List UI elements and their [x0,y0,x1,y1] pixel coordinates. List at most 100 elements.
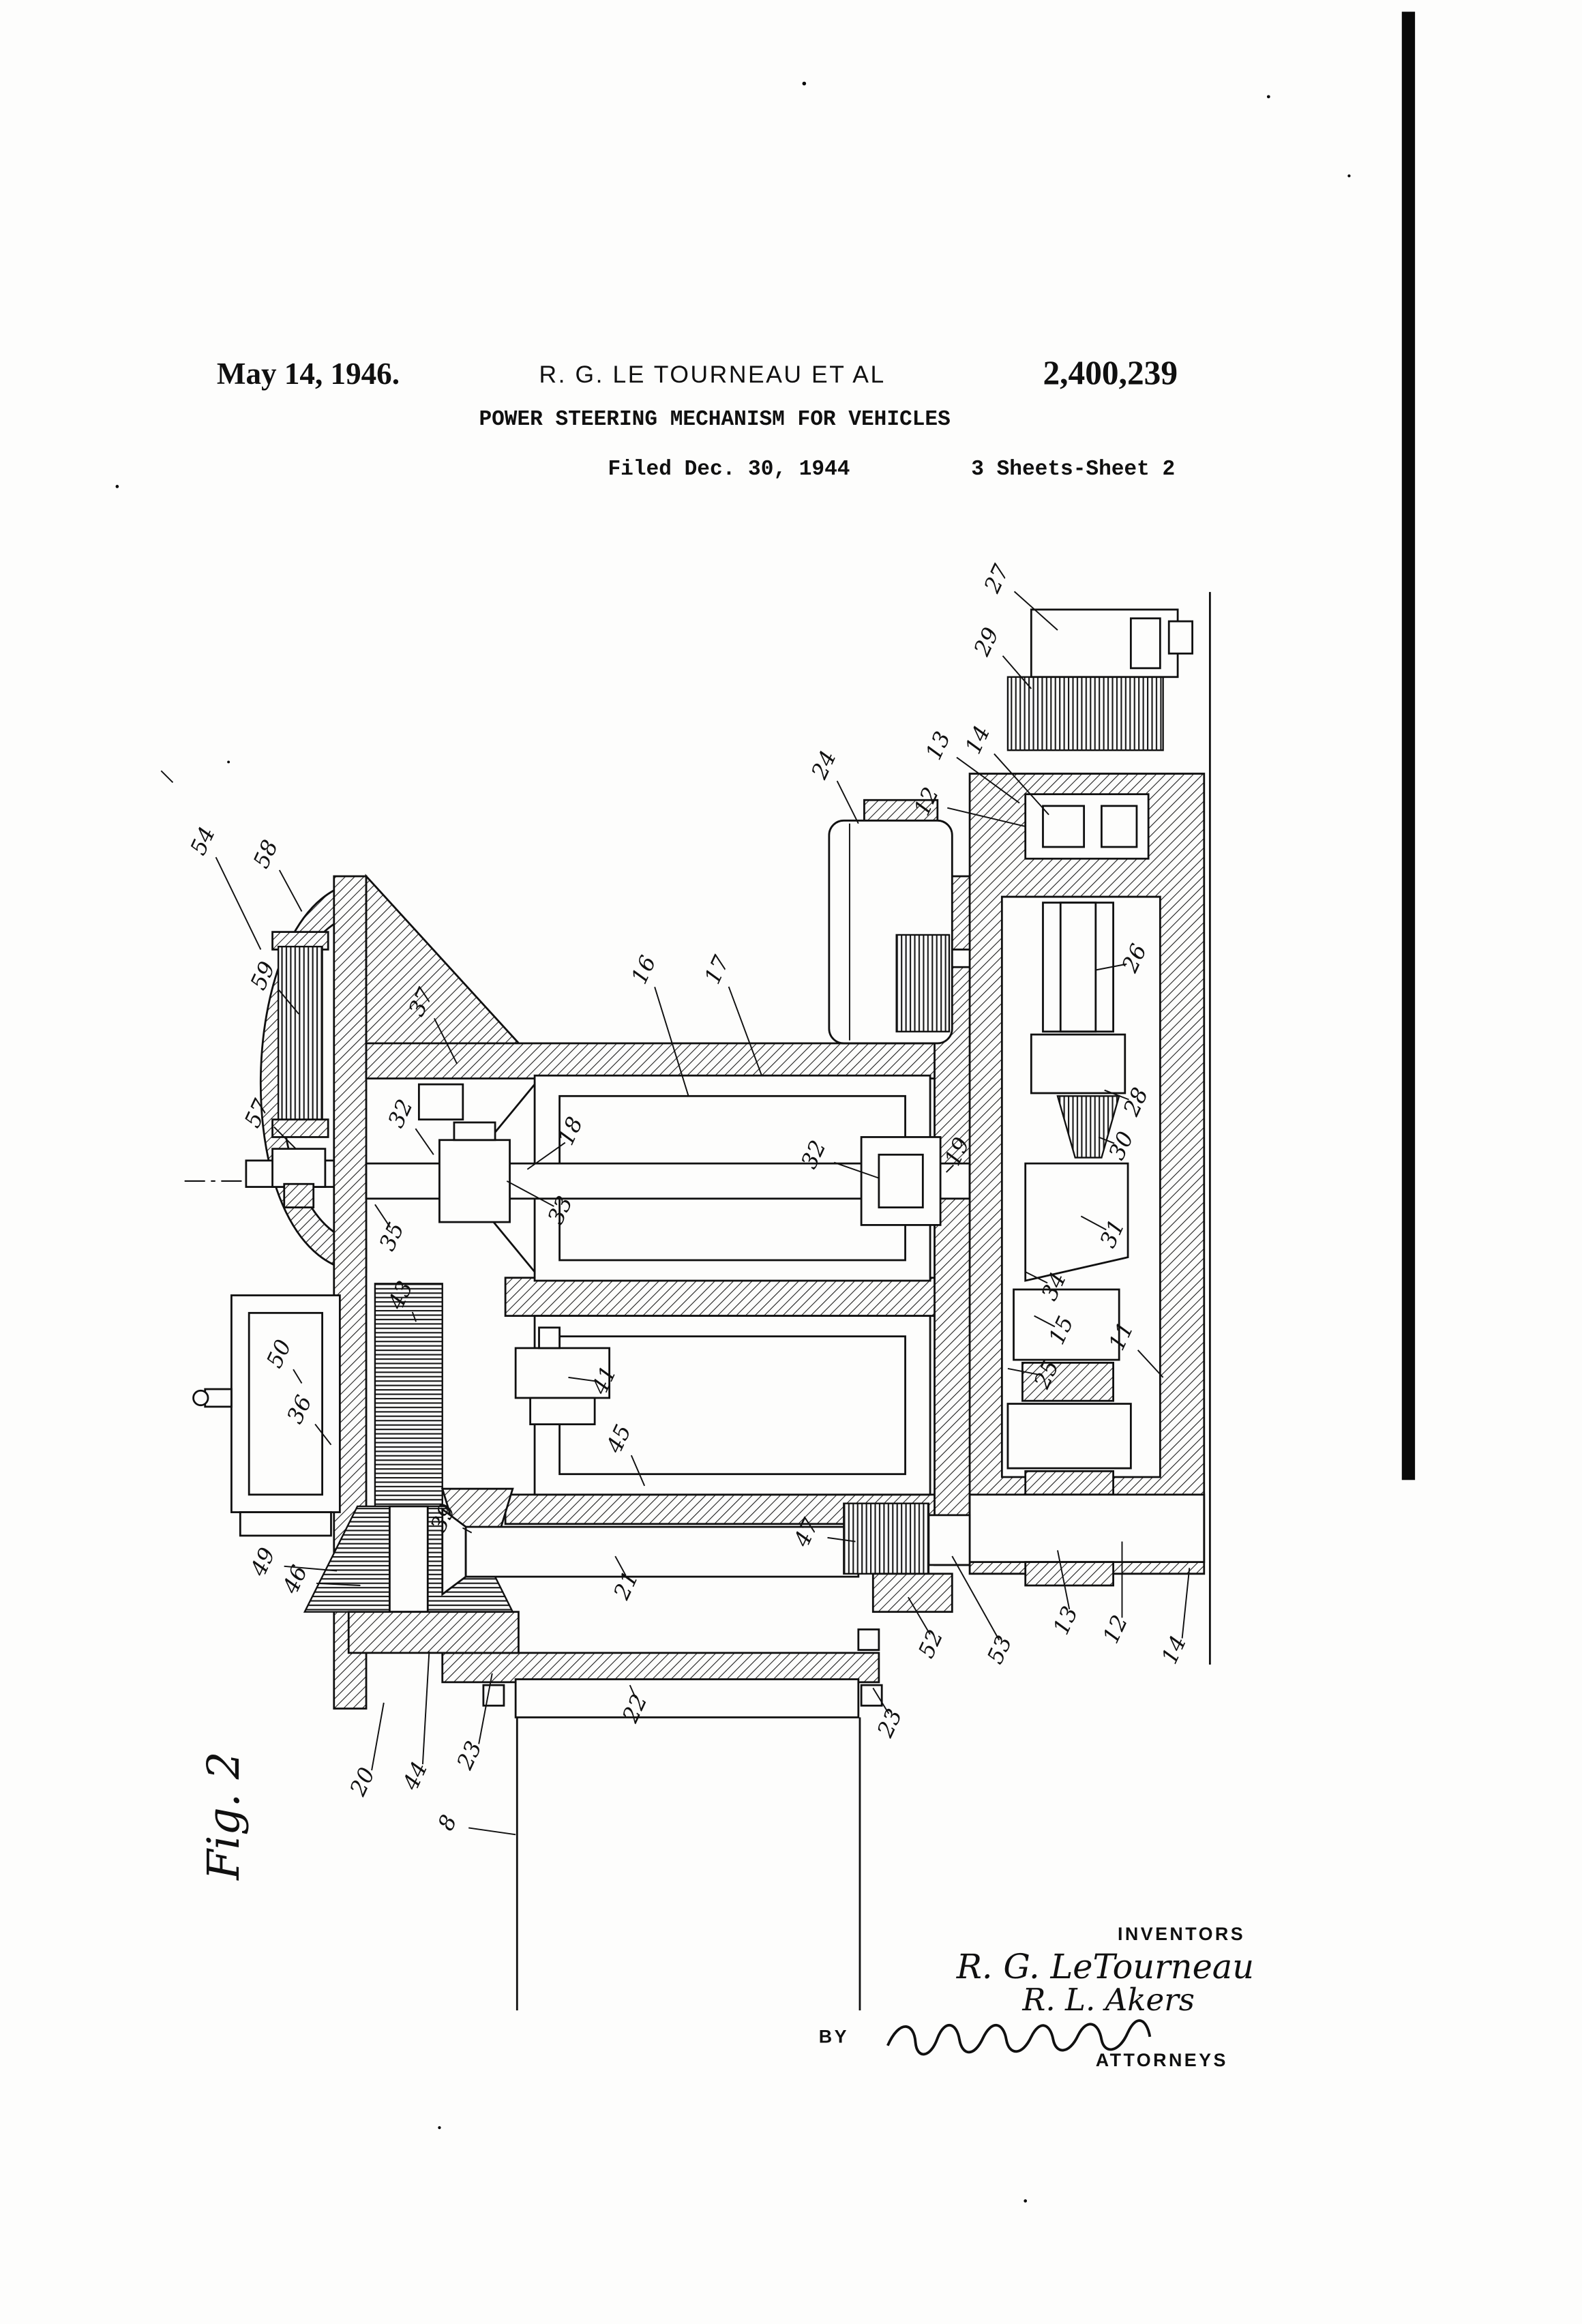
part-label-27-46: 27 [979,560,1014,597]
inventor-signature-2: R. L. Akers [1021,1982,1195,2018]
leader-line-33-31 [506,1180,554,1207]
leader-line-46-11 [316,1582,361,1586]
leader-line-21-18 [614,1555,627,1576]
bolt [482,1684,505,1707]
part-label-24-34: 24 [806,747,841,784]
leader-line-23-15 [478,1673,493,1744]
block-15 [1006,1403,1132,1470]
attorney-signature [886,2019,1152,2056]
bolt [948,949,974,968]
leader-line-8-16 [468,1827,516,1836]
conical-housing [365,874,524,1047]
central-shaft-assembly [365,1083,971,1226]
bearing-32-left [417,1083,464,1121]
patent-number: 2,400,239 [1043,354,1178,391]
leader-line-26-38 [1095,963,1127,971]
seal-25 [1021,1361,1114,1402]
lower-shafts [441,1507,883,2011]
valve-box-50 [192,1294,341,1537]
output-shaft-right [968,1493,1206,1564]
right-housing [968,773,1206,1587]
leader-line-28-39 [1104,1089,1129,1101]
leader-line-17-29 [728,986,762,1076]
bottom-wall [441,1652,880,1684]
leader-line-24-34 [836,780,859,824]
leader-line-13-36 [956,756,1020,804]
leader-line-23-24 [872,1687,890,1714]
leader-line-25-44 [1007,1368,1039,1375]
leader-line-50-8 [293,1369,303,1384]
part-label-58-1: 58 [248,836,284,872]
leader-line-52-22 [908,1596,931,1635]
leader-line-12-35 [947,807,1026,827]
leader-line-59-2 [278,989,299,1015]
leader-line-16-28 [654,987,689,1097]
leader-line-44-14 [421,1651,430,1765]
leader-line-13-25 [1057,1550,1071,1609]
part-label-44-14: 44 [397,1757,432,1794]
leader-line-36-9 [314,1423,332,1446]
scan-edge-bar [1401,12,1416,1480]
part-label-52-22: 52 [913,1626,949,1662]
signature-block: INVENTORS R. G. LeTourneau R. L. Akers B… [819,1924,1254,2070]
cone-30 [1056,1095,1120,1159]
leader-line-15-43 [1034,1315,1056,1328]
worm-gear-59 [277,945,323,1124]
gear-hub [347,1611,520,1654]
stray-mark [160,770,174,784]
cylinder-26 [1042,902,1114,1033]
coupling-53 [927,1514,971,1566]
part-label-12-26: 12 [1098,1611,1133,1648]
bolt [857,1628,880,1651]
collar-52 [871,1573,953,1613]
leader-line-45-20 [630,1455,646,1487]
part-label-26-38: 26 [1116,940,1152,977]
leader-line-39-12 [462,1527,473,1534]
bearing-57 [271,1148,327,1188]
part-label-13-36: 13 [921,728,956,764]
filed-date: Filed Dec. 30, 1944 [608,458,850,481]
leader-line-19-33 [946,1164,954,1173]
part-label-29-47: 29 [968,623,1004,660]
motor-block-27 [1030,608,1179,679]
leader-line-43-7 [411,1311,417,1322]
part-label-53-23: 53 [982,1632,1017,1668]
leader-line-47-21 [827,1536,856,1543]
leader-line-57-3 [273,1126,297,1150]
patent-header: May 14, 1946. R. G. LE TOURNEAU ET AL 2,… [217,354,1178,481]
upper-wall [365,1042,968,1079]
part-label-49-10: 49 [245,1544,280,1581]
leader-line-32-32 [833,1161,880,1179]
leader-line-11-45 [1137,1350,1164,1378]
leader-line-30-40 [1098,1136,1115,1144]
leader-line-29-47 [1002,655,1032,689]
part-label-35-6: 35 [374,1219,409,1255]
figure-2-drawing [184,592,1211,2011]
part-label-20-13: 20 [344,1763,380,1800]
part-label-8-16: 8 [432,1811,462,1834]
part-label-13-25: 13 [1048,1603,1084,1639]
leader-line-32-5 [415,1128,434,1155]
patent-title: POWER STEERING MECHANISM FOR VEHICLES [479,408,950,432]
block-34 [1013,1288,1120,1361]
bearing-32-right [860,1136,942,1226]
mid-wall [504,1277,968,1317]
patent-byline: R. G. LE TOURNEAU ET AL [539,361,886,388]
valve-handle [192,1389,209,1407]
scan-noise [115,81,1351,2203]
leader-line-14-27 [1181,1568,1191,1639]
shaft-21 [464,1525,860,1578]
leader-line-58-1 [278,869,303,912]
bolt [860,1684,883,1707]
part-label-16-28: 16 [626,952,661,988]
motor-stack [1006,608,1193,751]
block-28 [1030,1033,1126,1094]
leader-line-37-4 [434,1017,458,1064]
leader-line-41-19 [568,1376,597,1382]
lower-drum [514,1315,931,1496]
member-31 [1024,1162,1129,1282]
inventors-heading: INVENTORS [1118,1924,1245,1944]
bevel-gear-43 [374,1283,443,1508]
part-label-46-11: 46 [277,1561,312,1598]
